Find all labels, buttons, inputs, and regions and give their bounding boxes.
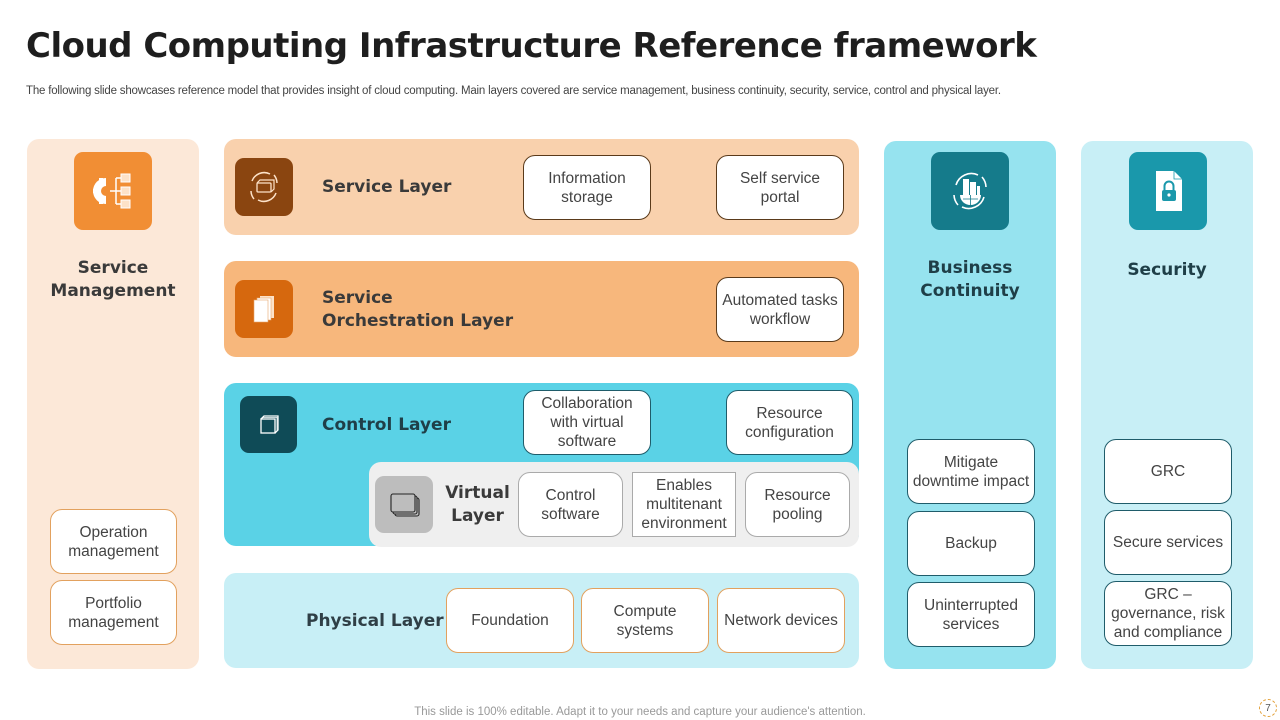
control-layer-heading: Control Layer [322, 415, 451, 435]
resource-pooling-card: Resource pooling [745, 472, 850, 537]
security-heading: Security [1127, 260, 1207, 280]
multitenant-environment-card: Enables multitenant environment [632, 472, 736, 537]
layers-icon [240, 396, 297, 453]
collaboration-virtual-software-card: Collaboration with virtual software [523, 390, 651, 455]
business-continuity-heading: Business Continuity [920, 258, 1020, 301]
resource-configuration-card: Resource configuration [726, 390, 853, 455]
stacked-cards-icon [375, 476, 433, 533]
service-management-heading: Service Management [50, 258, 176, 301]
foundation-card: Foundation [446, 588, 574, 653]
self-service-portal-card: Self service portal [716, 155, 844, 220]
building-cycle-icon [931, 152, 1009, 230]
control-software-card: Control software [518, 472, 623, 537]
automated-tasks-workflow-card: Automated tasks workflow [716, 277, 844, 342]
page-number: 7 [1259, 699, 1277, 717]
grc-card: GRC [1104, 439, 1232, 504]
network-devices-card: Network devices [717, 588, 845, 653]
grc-governance-card: GRC – governance, risk and compliance [1104, 581, 1232, 646]
page-subtitle: The following slide showcases reference … [26, 85, 1001, 97]
virtual-layer-heading: Virtual Layer [445, 483, 510, 526]
backup-card: Backup [907, 511, 1035, 576]
information-storage-card: Information storage [523, 155, 651, 220]
orchestration-layer-heading: Service Orchestration Layer [322, 288, 514, 331]
operation-management-card: Operation management [50, 509, 177, 574]
secure-services-card: Secure services [1104, 510, 1232, 575]
compute-systems-card: Compute systems [581, 588, 709, 653]
portfolio-management-card: Portfolio management [50, 580, 177, 645]
document-lock-icon [1129, 152, 1207, 230]
page-title: Cloud Computing Infrastructure Reference… [26, 26, 1037, 66]
documents-stack-icon [235, 280, 293, 338]
uninterrupted-services-card: Uninterrupted services [907, 582, 1035, 647]
physical-layer-heading: Physical Layer [306, 611, 444, 631]
service-layer-heading: Service Layer [322, 177, 452, 197]
mitigate-downtime-card: Mitigate downtime impact [907, 439, 1035, 504]
gear-hierarchy-icon [74, 152, 152, 230]
cycle-box-icon [235, 158, 293, 216]
footer-note: This slide is 100% editable. Adapt it to… [414, 706, 866, 718]
